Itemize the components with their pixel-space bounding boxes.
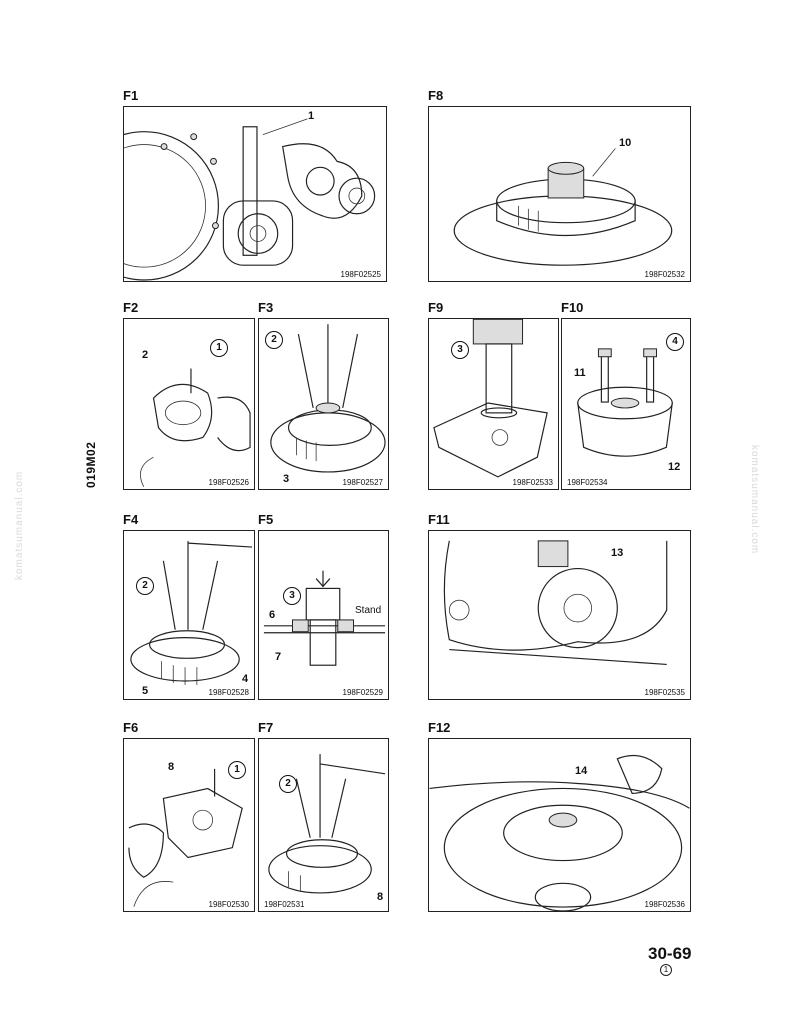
callout-f9-3: 3	[451, 341, 469, 359]
figure-f3-drawing	[270, 324, 386, 473]
figure-code-f9: 198F02533	[511, 478, 554, 487]
figure-code-f1: 198F02525	[339, 270, 382, 279]
callout-f12-14: 14	[575, 765, 588, 777]
figure-label-f8: F8	[428, 88, 444, 103]
watermark-right: komatsumanual.com	[749, 445, 760, 555]
figure-code-f3: 198F02527	[341, 478, 384, 487]
callout-f11-13: 13	[611, 547, 624, 559]
figure-code-f10: 198F02534	[566, 478, 609, 487]
figure-label-f11: F11	[428, 512, 450, 527]
callout-f10-11: 11	[574, 367, 586, 379]
figure-f10-panel: 4 11 12 198F02534	[561, 318, 691, 490]
figure-f8-panel: 10 198F02532	[428, 106, 691, 282]
figure-f5-drawing	[263, 570, 386, 666]
figure-f3-panel: 2 3 198F02527	[258, 318, 389, 490]
figure-f1-panel: 1 198F02525	[123, 106, 387, 282]
callout-f3-3: 3	[283, 473, 290, 485]
figure-code-f5: 198F02529	[341, 688, 384, 697]
figure-label-f3: F3	[258, 300, 274, 315]
figure-f4-drawing	[130, 541, 253, 685]
callout-f8-10: 10	[619, 137, 632, 149]
figure-f7-panel: 2 8 198F02531	[258, 738, 389, 912]
figure-f4-panel: 2 4 5 198F02528	[123, 530, 255, 700]
figure-f12-panel: 14 198F02536	[428, 738, 691, 912]
callout-f4-4: 4	[242, 673, 249, 685]
figure-f11-panel: 13 198F02535	[428, 530, 691, 700]
page-number: 30-69	[648, 944, 692, 963]
figure-code-f8: 198F02532	[643, 270, 686, 279]
figure-code-f2: 198F02526	[207, 478, 250, 487]
callout-f7-2: 2	[279, 775, 297, 793]
callout-f6-1: 1	[228, 761, 246, 779]
figure-f1-drawing	[124, 118, 376, 281]
figure-label-f2: F2	[123, 300, 139, 315]
callout-f2-2: 2	[142, 349, 149, 361]
callout-f10-4: 4	[666, 333, 684, 351]
figure-label-f6: F6	[123, 720, 139, 735]
figure-f12-drawing	[429, 754, 690, 911]
callout-f5-6: 6	[269, 609, 276, 621]
figure-f8-drawing	[453, 148, 673, 266]
figure-label-f9: F9	[428, 300, 444, 315]
callout-f10-12: 12	[668, 461, 681, 473]
figure-label-f7: F7	[258, 720, 274, 735]
callout-f3-2: 2	[265, 331, 283, 349]
figure-f2-drawing	[140, 368, 251, 487]
document-side-code: 019M02	[84, 441, 98, 488]
callout-f5-3: 3	[283, 587, 301, 605]
callout-f2-1: 1	[210, 339, 228, 357]
figure-label-f1: F1	[123, 88, 139, 103]
figure-f10-drawing	[577, 348, 673, 457]
figure-f2-panel: 2 1 198F02526	[123, 318, 255, 490]
figure-f7-drawing	[268, 754, 386, 894]
callout-f7-8: 8	[377, 891, 384, 903]
figure-f5-panel: 3 6 7 Stand 198F02529	[258, 530, 389, 700]
figure-f9-drawing	[433, 319, 548, 478]
callout-f6-8: 8	[168, 761, 175, 773]
figure-label-f5: F5	[258, 512, 274, 527]
revision-mark: 1	[660, 964, 672, 976]
figure-code-f7: 198F02531	[263, 900, 306, 909]
figure-label-f10: F10	[561, 300, 584, 315]
watermark-left: komatsumanual.com	[14, 470, 25, 580]
stand-label: Stand	[355, 605, 382, 616]
figure-code-f6: 198F02530	[207, 900, 250, 909]
figure-f6-drawing	[128, 768, 243, 907]
callout-f4-5: 5	[142, 685, 149, 697]
figure-f11-drawing	[443, 540, 668, 666]
figure-label-f12: F12	[428, 720, 451, 735]
figure-f6-panel: 8 1 198F02530	[123, 738, 255, 912]
figure-code-f11: 198F02535	[643, 688, 686, 697]
figure-label-f4: F4	[123, 512, 139, 527]
callout-f5-7: 7	[275, 651, 282, 663]
figure-f9-panel: 3 198F02533	[428, 318, 559, 490]
callout-f4-2: 2	[136, 577, 154, 595]
figure-code-f4: 198F02528	[207, 688, 250, 697]
figure-code-f12: 198F02536	[643, 900, 686, 909]
callout-f1-1: 1	[308, 110, 315, 122]
